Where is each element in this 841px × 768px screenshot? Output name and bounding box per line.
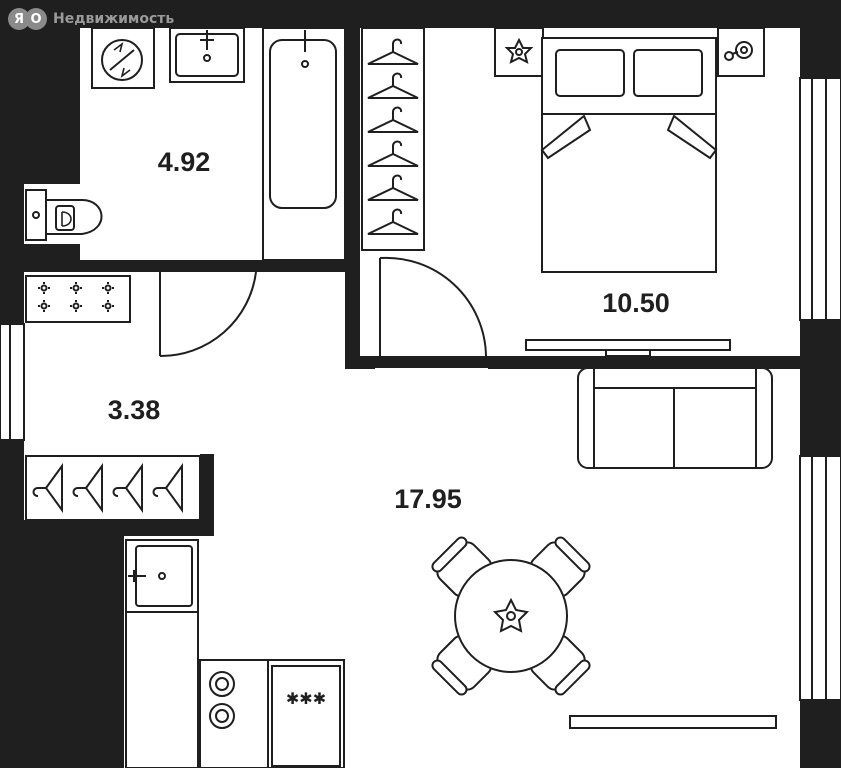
wall-bath-bed	[345, 28, 360, 368]
bathroom-fixtures	[25, 27, 346, 261]
hanger-icon	[72, 462, 103, 514]
kitchen-counter	[125, 611, 199, 768]
wall-right-bottom	[800, 700, 841, 768]
hanger-icon	[32, 462, 63, 514]
lamp-icon	[724, 41, 753, 61]
plant-icon	[504, 37, 534, 64]
kitchen-fixtures: ✱✱✱	[125, 539, 345, 768]
doors	[159, 256, 487, 358]
hanger-icon	[367, 140, 419, 167]
burner-icon	[38, 300, 50, 312]
logo-badge-2: О	[25, 8, 47, 30]
bathroom-area-label: 4.92	[158, 147, 211, 177]
hanger-icon	[152, 462, 183, 514]
kitchen-sink	[125, 539, 199, 613]
bathtub	[262, 27, 346, 261]
window-bedroom	[799, 77, 841, 321]
hanger-icon	[367, 208, 419, 235]
logo-badge: Я	[8, 8, 30, 30]
door-bedroom	[379, 256, 487, 357]
door-bathroom	[159, 271, 257, 358]
hanger-icon	[112, 462, 143, 514]
wall-left-low	[0, 520, 124, 768]
stove	[199, 659, 269, 768]
wall-right-mid	[800, 320, 841, 456]
bathroom-sink	[169, 27, 245, 83]
bedroom-wardrobe	[361, 27, 425, 251]
burner-icon	[38, 282, 50, 294]
burner-icon	[70, 300, 82, 312]
window-living	[799, 455, 841, 701]
hanger-icon	[367, 38, 419, 65]
wall-left-mid	[0, 244, 24, 272]
washing-machine	[91, 27, 155, 89]
kitchen-hob	[25, 275, 131, 323]
windows	[0, 77, 841, 701]
hallway-wardrobe	[25, 455, 201, 521]
sofa	[577, 367, 773, 469]
living-furniture	[431, 367, 777, 729]
flower-icon	[492, 597, 530, 633]
internal-walls	[0, 28, 841, 768]
watermark-logo: Я О Недвижимость	[8, 6, 174, 32]
living-area-label: 17.95	[394, 484, 462, 514]
wall-left-top	[0, 28, 80, 184]
fridge: ✱✱✱	[267, 659, 345, 768]
burner-icon	[70, 282, 82, 294]
double-bed	[540, 37, 718, 273]
hallway-to-living	[160, 272, 360, 372]
window-hall	[0, 323, 25, 441]
burner-icon	[102, 282, 114, 294]
living-tv-stand	[569, 715, 777, 729]
hallway-furniture	[25, 275, 201, 521]
hanger-icons	[367, 38, 419, 235]
burner-icon	[102, 300, 114, 312]
dining-table	[431, 536, 591, 696]
hanger-icon	[367, 106, 419, 133]
wall-bath-hall	[255, 260, 360, 272]
logo-text: Недвижимость	[53, 11, 175, 27]
nightstand-left	[494, 27, 544, 77]
nightstand-right	[717, 27, 765, 77]
bedroom-area-label: 10.50	[602, 288, 670, 318]
hanger-icon	[367, 174, 419, 201]
wall-bed-living	[488, 356, 800, 369]
hallway-area-label: 3.38	[108, 395, 161, 425]
wall-wardrobe	[200, 454, 214, 536]
toilet	[25, 189, 103, 241]
wall-right-top	[800, 28, 841, 78]
wall-bed-corner	[345, 356, 375, 369]
bedroom-tv-stand	[525, 339, 731, 357]
wall-hall-left	[80, 260, 160, 272]
bedroom-furniture	[494, 27, 765, 357]
fridge-label: ✱✱✱	[286, 689, 326, 708]
hanger-icon	[367, 72, 419, 99]
